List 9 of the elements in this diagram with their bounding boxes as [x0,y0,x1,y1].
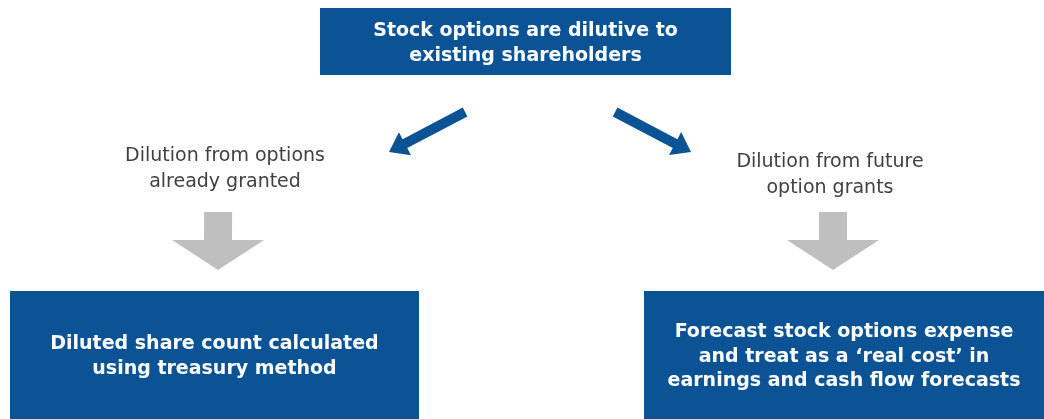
arrow [172,212,265,270]
arrow [612,107,691,156]
arrow [389,107,468,156]
arrow [787,212,879,270]
outcome-box: Diluted share count calculated using treasury method [10,291,419,419]
branch-label: Dilution from options already granted [124,142,326,193]
statement-box: Stock options are dilutive to existing shareholders [320,8,731,75]
branch-label: Dilution from future option grants [735,148,925,199]
outcome-box: Forecast stock options expense and treat as a ‘real cost’ in earnings and cash flow forecasts [644,291,1044,419]
